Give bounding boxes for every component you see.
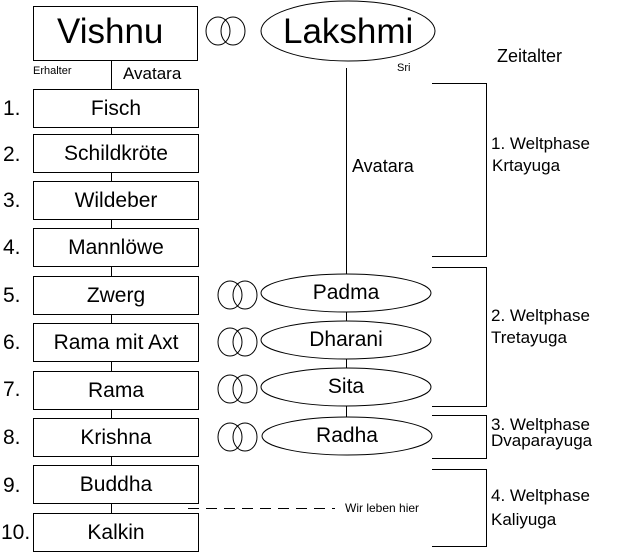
phase-1-name: Krtayuga [492,156,561,175]
phase-2-title: 2. Weltphase [491,306,590,325]
consort-sita: Sita [327,375,365,398]
consort-dharani: Dharani [309,328,383,351]
avatar-box-mannloewe: Mannlöwe [33,228,199,267]
avatara-consort-label: Avatara [352,156,414,176]
consort-oval [261,416,433,456]
avatar-number: 3. [3,189,21,212]
avatar-number: 2. [3,143,21,166]
avatar-box-rama: Rama [33,371,199,410]
marriage-rings-icon [217,374,258,404]
phase-bracket [432,267,487,407]
phase-4-title: 4. Weltphase [491,486,590,505]
avatar-box-krishna: Krishna [33,418,199,457]
avatar-number: 1. [3,97,21,120]
phase-bracket [432,469,487,547]
marriage-rings-icon [217,327,258,357]
lakshmi-oval [260,0,436,62]
vishnu-label: Vishnu [57,12,164,51]
avatar-box-wildeber: Wildeber [33,181,199,220]
phase-3-name: Dvaparayuga [491,431,593,450]
vishnu-box [33,6,198,61]
sri-label: Sri [397,62,411,74]
avatar-number: 4. [3,236,21,259]
avatar-box-kalkin: Kalkin [33,513,199,552]
avatar-box-fisch: Fisch [33,89,199,128]
consort-radha: Radha [316,424,378,447]
phase-4-name: Kaliyuga [491,510,557,529]
avatar-number: 7. [3,378,21,401]
phase-bracket [432,415,487,459]
phase-1-title: 1. Weltphase [491,134,590,153]
avatar-number: 8. [3,426,21,449]
marriage-rings-icon [205,16,246,46]
phase-2-name: Tretayuga [491,328,567,347]
marriage-rings-icon [217,422,258,452]
zeitalter-label: Zeitalter [497,46,563,66]
avatar-box-buddha: Buddha [33,465,199,504]
phase-3-title: 3. Weltphase [491,415,590,434]
avatar-box-zwerg: Zwerg [33,276,199,315]
consort-oval [260,273,432,313]
marriage-rings-icon [217,280,258,310]
phase-bracket [432,83,487,257]
erhalter-label: Erhalter [33,65,72,77]
consort-padma: Padma [312,281,380,304]
avatar-number: 5. [3,284,21,307]
avatar-number: 9. [3,474,21,497]
consort-oval [260,367,432,407]
present-marker-label: Wir leben hier [345,501,420,515]
avatar-box-rama-mit-axt: Rama mit Axt [33,323,199,362]
avatar-number: 6. [3,331,21,354]
avatara-label: Avatara [123,64,182,83]
consort-oval [260,320,432,360]
avatar-box-schildkroete: Schildkröte [33,134,199,173]
lakshmi-label: Lakshmi [283,12,414,51]
avatar-number: 10. [1,521,31,544]
